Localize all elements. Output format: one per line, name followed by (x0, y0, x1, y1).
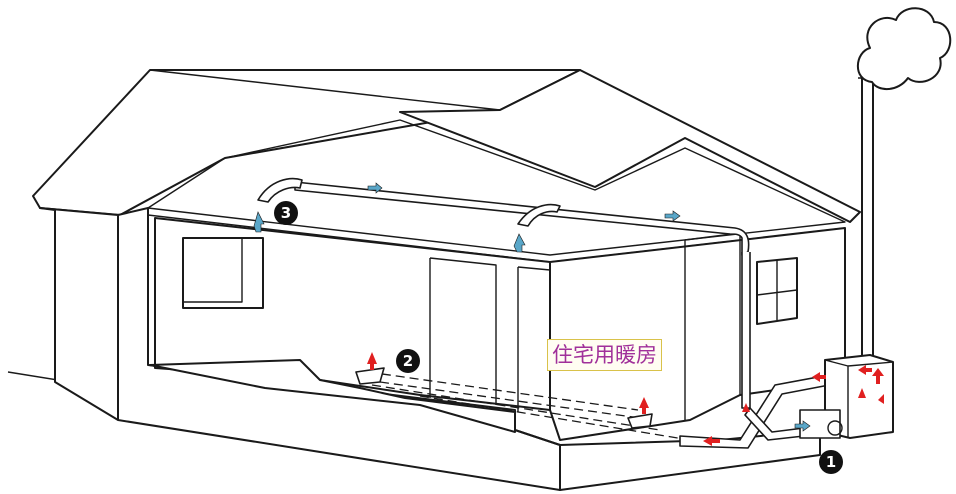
roof-main (399, 69, 861, 223)
return-air-arrow-icon (794, 420, 811, 432)
underfloor-duct-upper (367, 371, 639, 411)
attic-outline (147, 119, 846, 256)
warm-air-arrows (367, 352, 884, 446)
warm-air-arrow-icon (858, 388, 866, 398)
warm-air-arrow-icon (703, 436, 720, 446)
underfloor-duct-b (419, 395, 691, 441)
chimney-flue (861, 77, 874, 364)
window-left-frame (183, 238, 243, 303)
marker-2: 2 (396, 349, 420, 373)
warm-air-arrow-icon (742, 403, 750, 412)
roof-ridge (149, 69, 501, 111)
warm-air-arrow-icon (812, 372, 826, 382)
warm-air-arrow-icon (367, 352, 377, 370)
warm-air-arrow-icon (858, 365, 872, 375)
floor-vent-icon-2 (355, 367, 385, 385)
caption-label: 住宅用暖房 (547, 339, 662, 371)
door-center (517, 266, 551, 412)
warm-air-arrow-icon (639, 397, 649, 414)
ceiling-vent-icon-center (517, 203, 561, 227)
return-air-arrow-icon (664, 210, 681, 222)
floor-vent-icon-right (627, 413, 653, 429)
return-air-arrow-icon (513, 233, 526, 253)
floor-left (149, 359, 516, 433)
return-air-arrow-icon (367, 182, 383, 194)
furnace-fan (827, 420, 843, 436)
window-right-frame (756, 260, 798, 320)
attic-supply-duct (294, 181, 750, 256)
marker-1: 1 (819, 450, 843, 474)
marker-3: 3 (274, 201, 298, 225)
warm-air-arrow-icon (872, 368, 884, 384)
return-air-arrow-icon (253, 211, 265, 233)
cloud-icon (856, 7, 952, 90)
window-left (182, 237, 264, 309)
ceiling-vent-icon-3 (257, 177, 303, 203)
underfloor-duct-lower (371, 384, 661, 431)
right-wall (549, 227, 846, 441)
underfloor-duct-a (379, 381, 641, 419)
return-air-arrows (253, 182, 811, 432)
furnace-top (824, 359, 894, 438)
warm-air-arrow-icon (878, 394, 884, 404)
return-duct-vertical (741, 252, 751, 409)
door-left (429, 257, 497, 405)
